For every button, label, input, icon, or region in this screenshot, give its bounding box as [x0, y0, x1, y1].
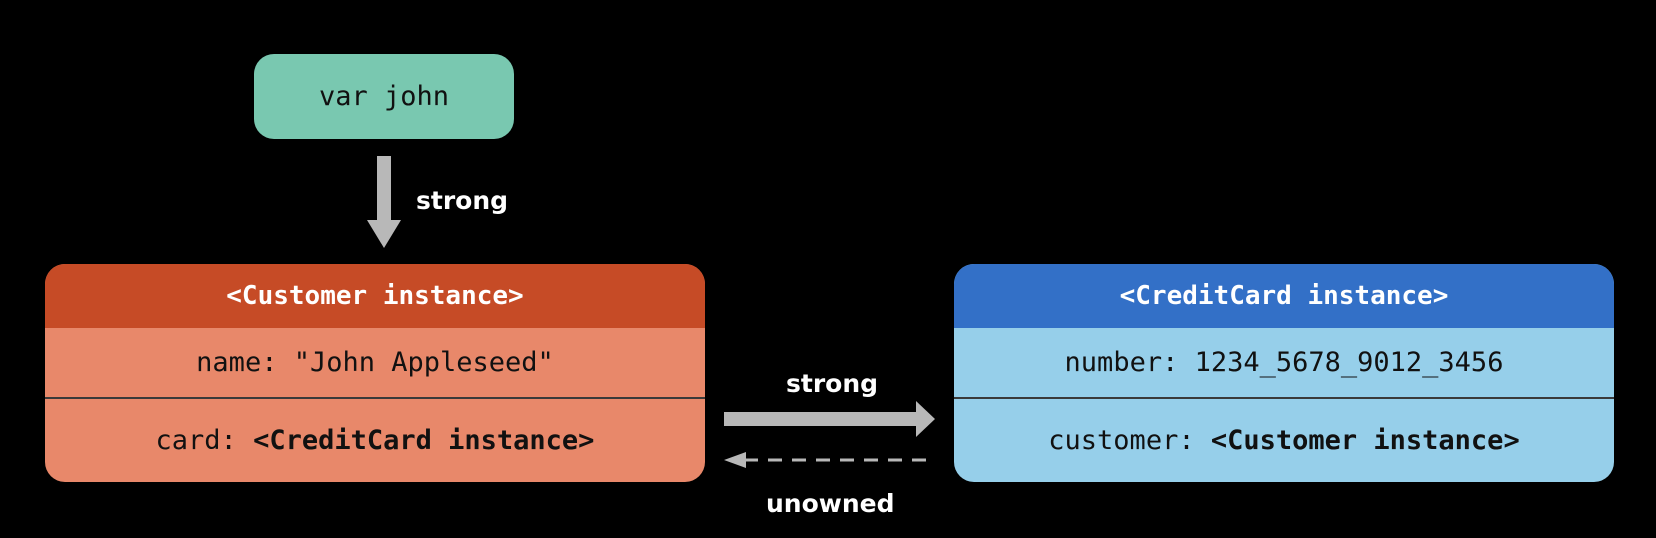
creditcard-customer-key: customer:: [1048, 425, 1211, 456]
edge-label-strong-vertical: strong: [416, 186, 509, 215]
customer-name-value: "John Appleseed": [293, 347, 554, 378]
strong-arrow-john-to-customer: [367, 156, 401, 248]
creditcard-customer-row: customer: <Customer instance>: [954, 399, 1614, 482]
customer-divider: [45, 397, 705, 399]
customer-name-key: name:: [196, 347, 294, 378]
creditcard-number-row: number: 1234_5678_9012_3456: [954, 328, 1614, 397]
edge-label-unowned: unowned: [766, 489, 895, 518]
customer-name-row: name: "John Appleseed": [45, 328, 705, 397]
creditcard-number-key: number:: [1064, 347, 1195, 378]
creditcard-customer-value: <Customer instance>: [1210, 425, 1520, 456]
variable-john-label: var john: [318, 81, 450, 112]
edge-label-strong-horizontal: strong: [786, 369, 879, 398]
strong-arrow-customer-to-card: [724, 401, 935, 437]
creditcard-number-value: 1234_5678_9012_3456: [1194, 347, 1504, 378]
creditcard-instance-title: <CreditCard instance>: [954, 264, 1614, 328]
customer-card-value: <CreditCard instance>: [253, 425, 595, 456]
customer-instance-node: <Customer instance> name: "John Applesee…: [45, 264, 705, 482]
variable-john-node: var john: [254, 54, 514, 139]
customer-instance-title: <Customer instance>: [45, 264, 705, 328]
customer-card-key: card:: [155, 425, 254, 456]
unowned-arrow-card-to-customer: [724, 452, 934, 468]
creditcard-divider: [954, 397, 1614, 399]
customer-card-row: card: <CreditCard instance>: [45, 399, 705, 482]
creditcard-instance-node: <CreditCard instance> number: 1234_5678_…: [954, 264, 1614, 482]
